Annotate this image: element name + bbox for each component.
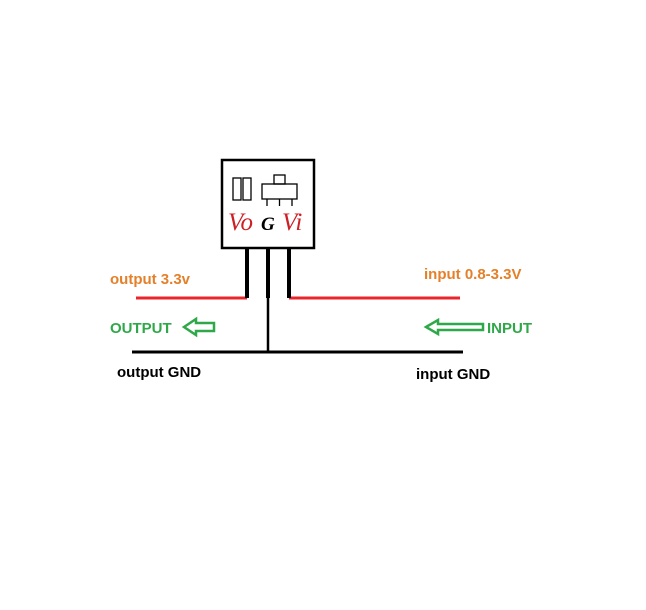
output-direction-label: OUTPUT: [110, 320, 172, 337]
input-voltage-label: input 0.8-3.3V: [424, 266, 522, 283]
pin-label-g: G: [261, 214, 275, 235]
module-component-right: [242, 177, 252, 201]
chip-icon: [261, 174, 298, 206]
input-arrow-icon: [423, 317, 485, 337]
module-component-left: [232, 177, 242, 201]
input-direction-label: INPUT: [487, 320, 532, 337]
output-arrow-icon: [181, 316, 216, 338]
pin-label-vi: Vi: [282, 209, 303, 236]
pin-label-vo: Vo: [228, 209, 253, 236]
output-gnd-label: output GND: [117, 364, 202, 381]
output-voltage-label: output 3.3v: [110, 271, 191, 288]
input-gnd-label: input GND: [416, 366, 491, 383]
module-body: [220, 158, 316, 250]
